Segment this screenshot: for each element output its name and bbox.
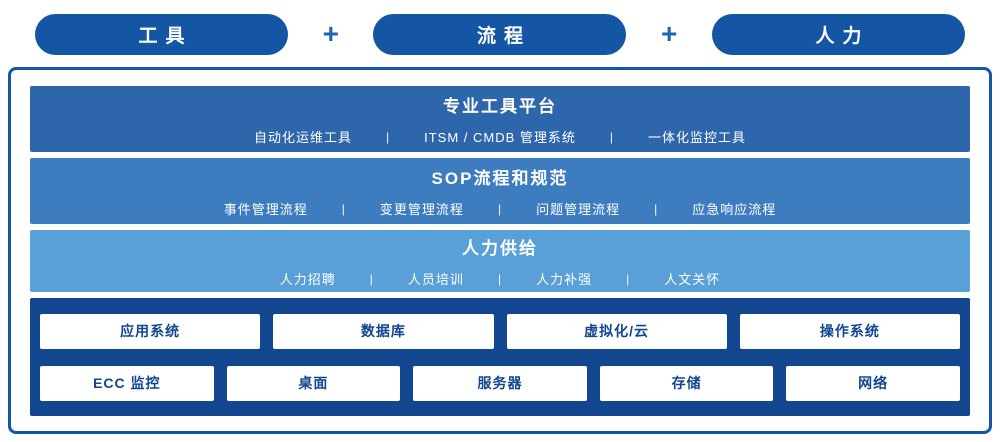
grid-box: 操作系统 — [739, 313, 960, 349]
band-items: 事件管理流程 | 变更管理流程 | 问题管理流程 | 应急响应流程 — [224, 199, 776, 218]
band-item: 人力招聘 — [279, 272, 336, 287]
pipe-separator: | — [609, 129, 615, 144]
pipe-separator: | — [341, 201, 346, 216]
band-item: 问题管理流程 — [536, 202, 621, 217]
grid-box: ECC 监控 — [40, 365, 214, 401]
pipe-separator: | — [654, 201, 659, 216]
legend-pill: 工具 — [35, 13, 288, 55]
band-title: 人力供给 — [462, 239, 538, 258]
band-title: 专业工具平台 — [443, 97, 557, 116]
plus-icon: + — [661, 18, 678, 49]
band-item: 变更管理流程 — [379, 202, 464, 217]
pipe-separator: | — [497, 201, 503, 216]
pipe-separator: | — [626, 271, 631, 286]
pipe-separator: | — [497, 271, 503, 286]
band-items: 人力招聘 | 人员培训 | 人力补强 | 人文关怀 — [280, 269, 720, 288]
band-item: ITSM / CMDB 管理系统 — [424, 130, 576, 145]
band-items: 自动化运维工具 | ITSM / CMDB 管理系统 | 一体化监控工具 — [254, 127, 746, 146]
band-item: 自动化运维工具 — [253, 130, 352, 145]
legend-pill: 流程 — [373, 13, 627, 55]
band-item: 应急响应流程 — [692, 202, 777, 217]
infrastructure-grid: 应用系统数据库虚拟化/云操作系统 ECC 监控桌面服务器存储网络 — [30, 298, 970, 416]
grid-box: 数据库 — [273, 313, 494, 349]
band-item: 人文关怀 — [664, 272, 721, 287]
architecture-frame: 专业工具平台 自动化运维工具|ITSM / CMDB 管理系统|一体化监控工具 … — [8, 67, 992, 434]
band-item: 事件管理流程 — [223, 202, 308, 217]
band-item: 一体化监控工具 — [648, 130, 747, 145]
band-manpower-supply: 人力供给 人力招聘 | 人员培训 | 人力补强 | 人文关怀 — [30, 230, 970, 292]
grid-row-1: 应用系统数据库虚拟化/云操作系统 — [40, 313, 960, 349]
band-item: 人力补强 — [536, 272, 593, 287]
grid-box: 网络 — [786, 365, 960, 401]
band-item: 人员培训 — [407, 272, 464, 287]
grid-box: 应用系统 — [40, 313, 261, 349]
plus-icon: + — [322, 18, 339, 49]
grid-row-2: ECC 监控桌面服务器存储网络 — [40, 365, 960, 401]
legend-pill: 人力 — [711, 13, 965, 55]
band-title: SOP流程和规范 — [431, 169, 569, 188]
grid-box: 虚拟化/云 — [506, 313, 727, 349]
legend-row: 工具 + 流程 + 人力 — [0, 0, 1000, 56]
band-tools-platform: 专业工具平台 自动化运维工具 | ITSM / CMDB 管理系统 | 一体化监控工具 — [30, 86, 970, 152]
pipe-separator: | — [385, 129, 391, 144]
pipe-separator: | — [369, 271, 374, 286]
grid-box: 桌面 — [226, 365, 401, 401]
grid-box: 存储 — [599, 365, 774, 401]
band-sop-process: SOP流程和规范 事件管理流程 | 变更管理流程 | 问题管理流程 | 应急响应流程 — [30, 158, 970, 224]
grid-box: 服务器 — [413, 365, 587, 401]
